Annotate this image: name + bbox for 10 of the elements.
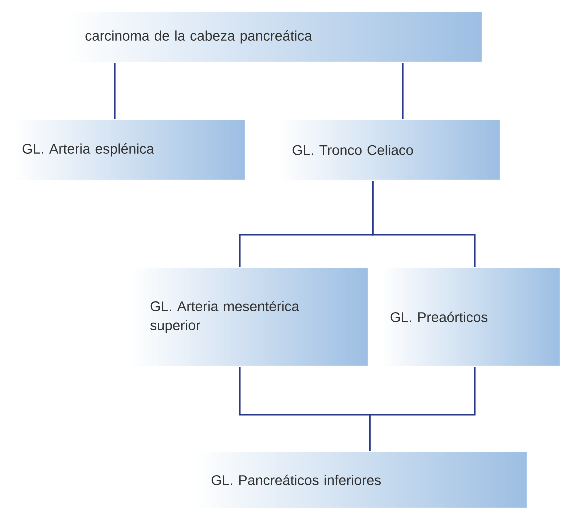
box: carcinoma de la cabeza pancreática [68, 12, 482, 62]
box: GL. Arteria mesentérica superior [132, 268, 368, 366]
connector-line [369, 367, 476, 451]
connector-line [114, 63, 116, 119]
box: GL. Preaórticos [382, 268, 560, 366]
connector-line [402, 63, 404, 119]
box: GL. Tronco Celiaco [280, 120, 500, 180]
connector-line [372, 181, 476, 267]
box: GL. Arteria esplénica [15, 120, 246, 180]
box: GL. Pancreáticos inferiores [195, 452, 528, 508]
